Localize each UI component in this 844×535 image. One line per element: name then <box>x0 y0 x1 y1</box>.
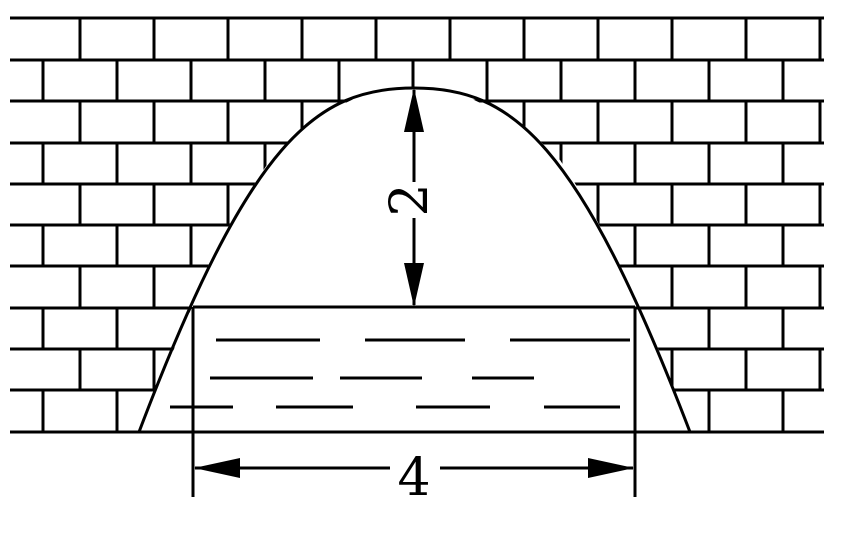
brick-wall <box>10 16 824 432</box>
water-hatching <box>170 338 630 409</box>
height-arrow-up <box>404 88 424 132</box>
height-label: 2 <box>380 183 440 216</box>
height-arrow-down <box>404 263 424 307</box>
width-arrow-right <box>588 458 634 478</box>
width-arrow-left <box>194 458 240 478</box>
width-label: 4 <box>397 448 430 508</box>
